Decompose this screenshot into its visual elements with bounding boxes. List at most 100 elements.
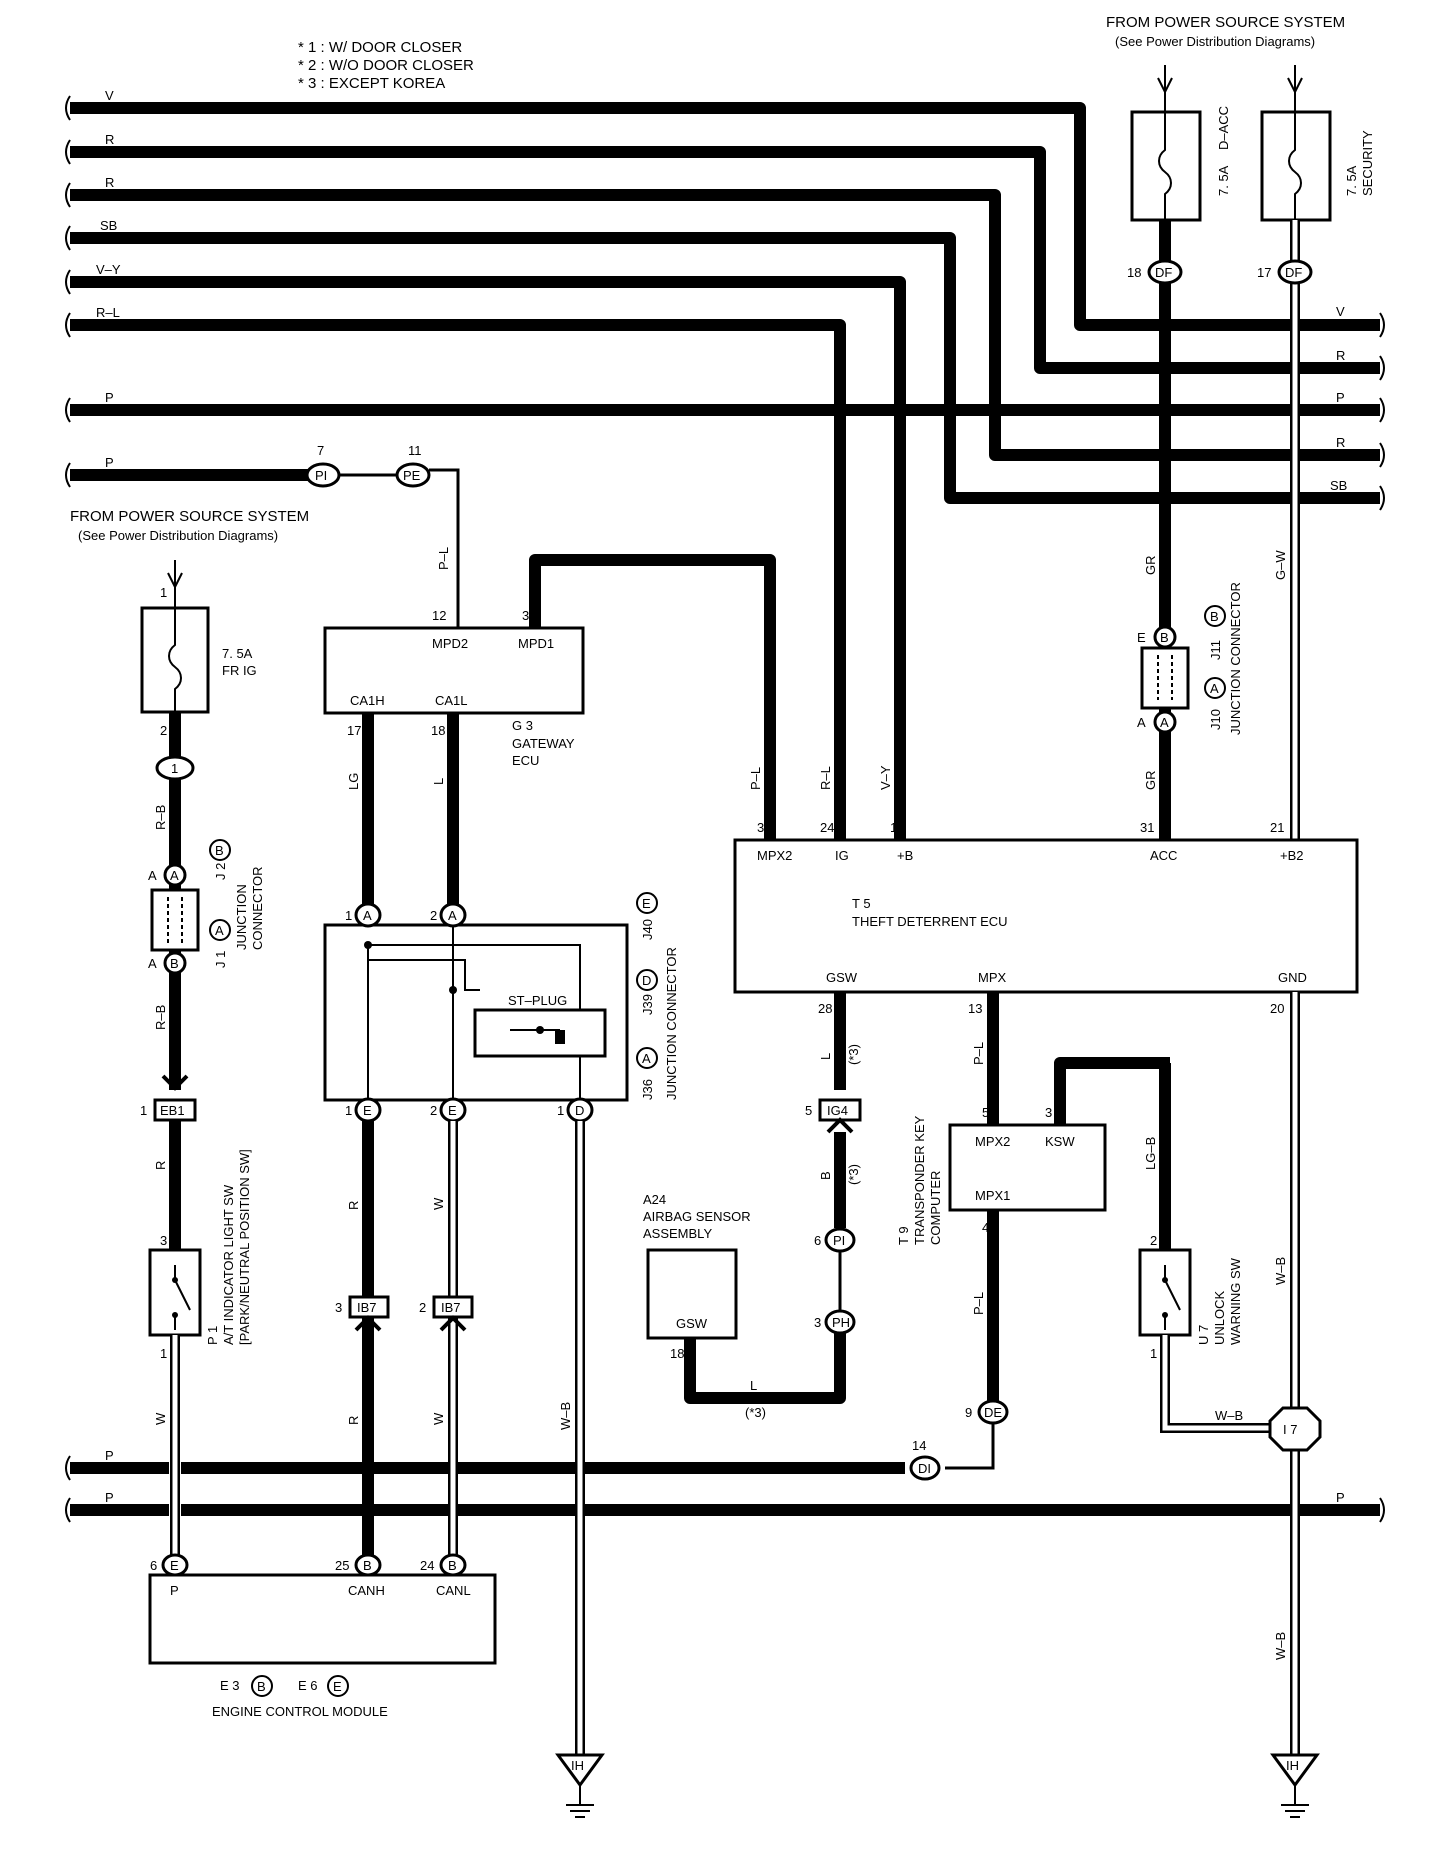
svg-text:IB7: IB7 (441, 1300, 461, 1315)
connector-c1: 1 (155, 755, 195, 781)
theft-acc: ACC (1150, 848, 1177, 863)
airbag-pin-label: GSW (676, 1316, 708, 1331)
theft-mpx: MPX (978, 970, 1007, 985)
ground-ih-left-label: IH (571, 1758, 584, 1773)
transponder-pin-ksw: 3 (1045, 1105, 1052, 1120)
j10-sub-a: A (1204, 677, 1226, 699)
svg-text:PE: PE (403, 468, 421, 483)
airbag-pin: 18 (670, 1346, 684, 1361)
j11-label: J11 (1208, 640, 1223, 660)
connector-de9-pin: 9 (965, 1405, 972, 1420)
svg-text:1: 1 (171, 761, 178, 776)
bottom-label-p2-right: P (1336, 1490, 1345, 1505)
wire-label-rb2: R–B (153, 1005, 168, 1030)
j1-name-2: CONNECTOR (250, 866, 265, 950)
theft-pin-b: 1 (890, 820, 897, 835)
wire-label-l3: L (750, 1378, 757, 1393)
junction-j10 (1140, 625, 1190, 734)
bus-label-left-r1: R (105, 132, 114, 147)
ecm-label-e3: E 3 (220, 1678, 240, 1693)
wire-bus-vy (70, 276, 906, 840)
wire-label-pl3: P–L (971, 1042, 986, 1065)
connector-ib7b: IB7 (432, 1295, 474, 1332)
ground-ih-right-label: IH (1286, 1758, 1299, 1773)
gateway-mpd2: MPD2 (432, 636, 468, 651)
connector-de9: DE (977, 1399, 1009, 1425)
j36-pin-bot2-code: E (448, 1103, 457, 1118)
ecm-code-p: E (170, 1558, 179, 1573)
gateway-pin-mpd2: 12 (432, 608, 446, 623)
wire-label-w2: W (431, 1197, 446, 1210)
note-3: * 3 : EXCEPT KOREA (298, 75, 445, 92)
gateway-pin-ca1l: 18 (431, 723, 445, 738)
j1-pin-bot: B (170, 956, 179, 971)
at-switch-pin-bot: 1 (160, 1346, 167, 1361)
airbag-line2: ASSEMBLY (643, 1226, 712, 1241)
wire-label-wb2: W–B (1215, 1408, 1243, 1423)
j10-pin-top: B (1160, 630, 1169, 645)
j36-pin-top2-code: A (448, 908, 457, 923)
transponder-line1: TRANSPONDER KEY (912, 1115, 927, 1245)
bus-label-right-v: V (1336, 304, 1345, 319)
wire-bus-rl (70, 319, 846, 840)
svg-text:EB1: EB1 (160, 1103, 185, 1118)
ecm-sub-b: B (251, 1675, 273, 1697)
connector-ib7a: IB7 (348, 1295, 390, 1332)
wire-label-b: B (818, 1171, 833, 1180)
svg-text:DE: DE (984, 1405, 1002, 1420)
svg-text:PI: PI (833, 1233, 845, 1248)
j36-sub-a: A (636, 1047, 658, 1069)
gateway-mpd1: MPD1 (518, 636, 554, 651)
ecm-canh: CANH (348, 1583, 385, 1598)
connector-ib7a-pin: 3 (335, 1300, 342, 1315)
at-switch-code: P 1 (205, 1326, 220, 1345)
wire-label-r2: R (346, 1201, 361, 1210)
wire-label-star3b: (*3) (846, 1164, 861, 1185)
wire-label-w1: W (153, 1412, 168, 1425)
note-2: * 2 : W/O DOOR CLOSER (298, 57, 474, 74)
connector-di14: DI (909, 1455, 941, 1481)
wire-label-vy: V–Y (878, 765, 893, 790)
theft-deterrent-ecu (733, 838, 1359, 994)
wire-label-rl: R–L (818, 766, 833, 790)
transponder-ksw: KSW (1045, 1134, 1075, 1149)
wire-pl-gateway (429, 468, 460, 628)
ecm-code-canl: B (448, 1558, 457, 1573)
junction-j1 (150, 863, 200, 975)
j36-pin-bot3: 1 (557, 1103, 564, 1118)
wire-wb-unlock-inner (1162, 1335, 1275, 1431)
svg-text:A: A (1210, 681, 1219, 696)
transponder-line2: COMPUTER (928, 1171, 943, 1245)
svg-text:A: A (642, 1051, 651, 1066)
theft-mpx2: MPX2 (757, 848, 792, 863)
wire-label-r3: R (346, 1416, 361, 1425)
airbag-line1: AIRBAG SENSOR (643, 1209, 751, 1224)
bus-crossings (169, 1455, 1300, 1525)
bus-label-right-sb: SB (1330, 478, 1347, 493)
j10-side-bot: A (1137, 715, 1146, 730)
gateway-pin-mpd1: 3 (522, 608, 529, 623)
connector-ig4-pin: 5 (805, 1103, 812, 1118)
fuse-d-acc-rating: 7. 5A (1216, 165, 1231, 196)
connector-pi6-pin: 6 (814, 1233, 821, 1248)
top-bus-wires (70, 102, 1380, 840)
svg-text:I 7: I 7 (1283, 1422, 1297, 1437)
bus-label-left-r2: R (105, 175, 114, 190)
theft-pin-gsw: 28 (818, 1001, 832, 1016)
svg-text:IG4: IG4 (827, 1103, 848, 1118)
j39-label: J39 (640, 994, 655, 1015)
theft-gsw: GSW (826, 970, 858, 985)
j36-st-plug: ST–PLUG (508, 993, 567, 1008)
svg-text:DF: DF (1285, 265, 1302, 280)
transponder-pin-mpx1: 4 (982, 1220, 989, 1235)
j11-sub-b: B (1204, 605, 1226, 627)
j1-sub-a: A (209, 919, 231, 941)
transponder-mpx1: MPX1 (975, 1188, 1010, 1203)
j36-pin-top2: 2 (430, 908, 437, 923)
ground-ih-left (555, 1753, 605, 1818)
bus-label-left-p1: P (105, 390, 114, 405)
connector-pi7: PI (305, 462, 341, 488)
gateway-ca1h: CA1H (350, 693, 385, 708)
bus-label-left-sb: SB (100, 218, 117, 233)
